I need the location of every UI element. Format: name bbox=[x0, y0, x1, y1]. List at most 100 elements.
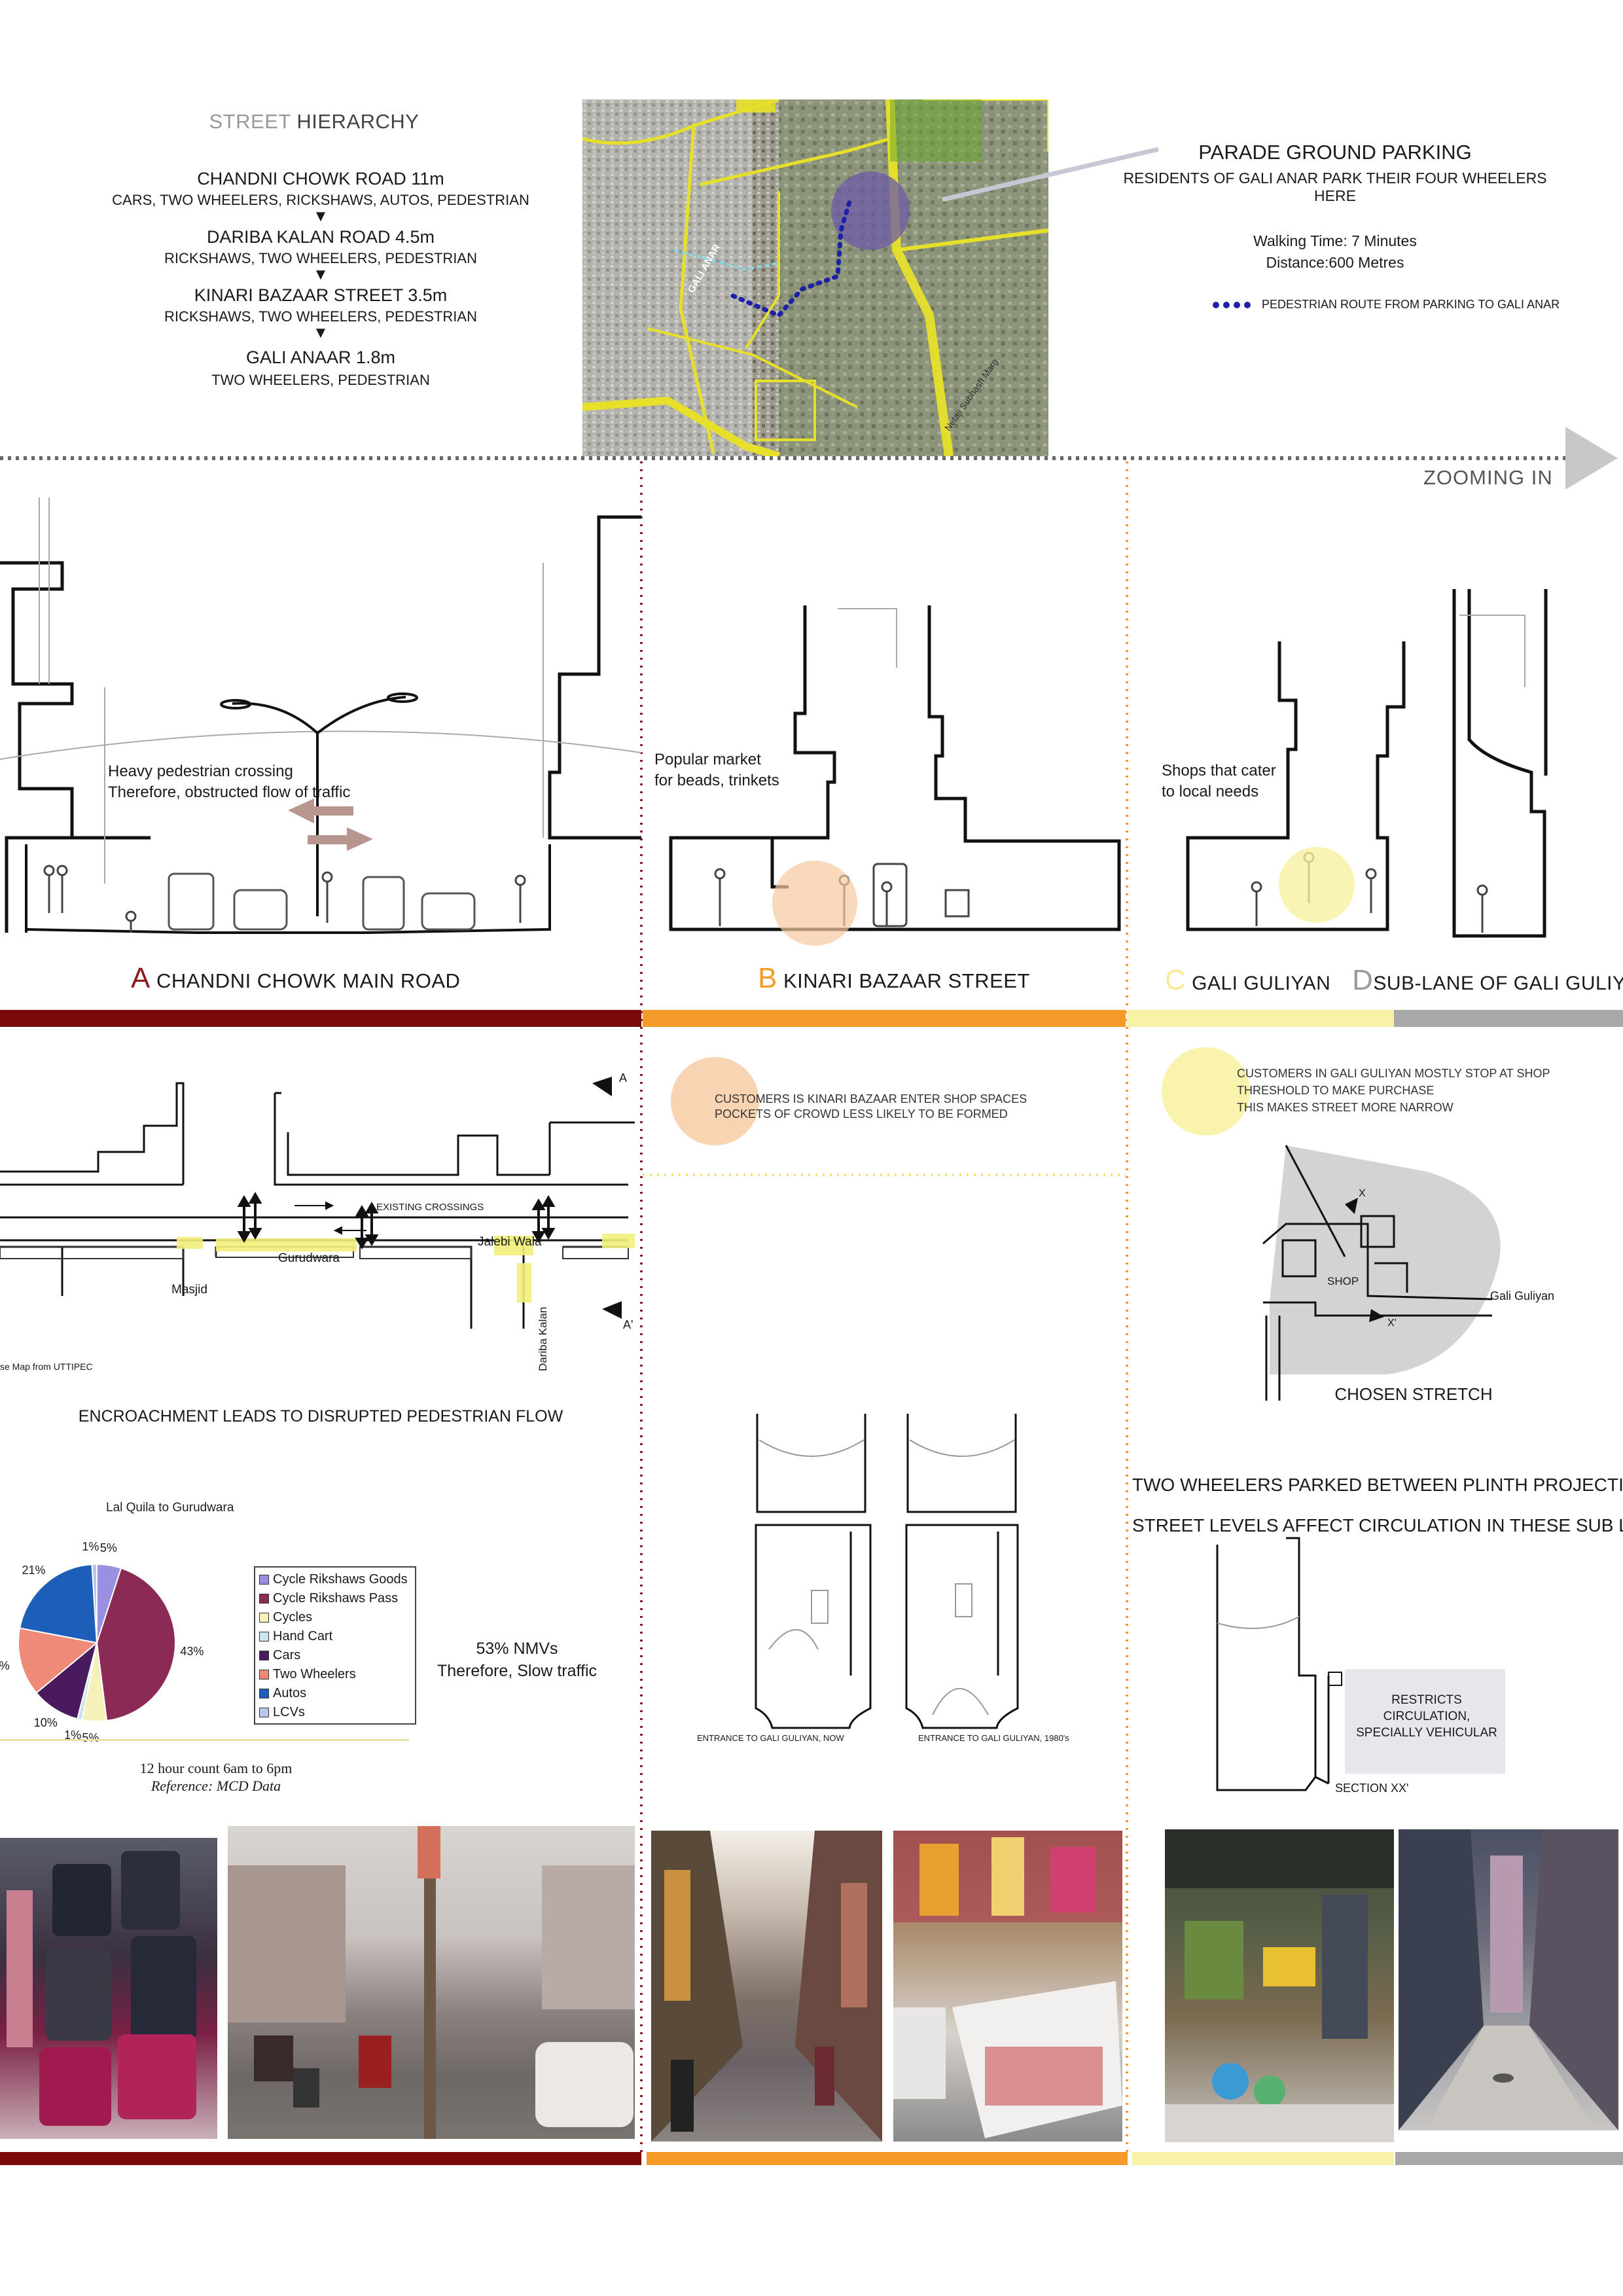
legend-item: Two Wheelers bbox=[259, 1665, 410, 1684]
two-wheelers-line1: TWO WHEELERS PARKED BETWEEN PLINTH PROJE… bbox=[1132, 1475, 1623, 1495]
route-legend-label: PEDESTRIAN ROUTE FROM PARKING TO GALI AN… bbox=[1262, 298, 1560, 311]
stretch-x2-label: X' bbox=[1387, 1318, 1397, 1329]
pie-value-label: 5% bbox=[99, 1541, 117, 1554]
section-c-note: Shops that cater to local needs bbox=[1162, 761, 1276, 802]
pie-footnote: 12 hour count 6am to 6pm Reference: MCD … bbox=[105, 1759, 327, 1795]
two-wheelers-note: TWO WHEELERS PARKED BETWEEN PLINTH PROJE… bbox=[1132, 1465, 1623, 1546]
bar-d-bottom bbox=[1395, 2152, 1623, 2165]
caption-b-title: KINARI BAZAAR STREET bbox=[777, 969, 1030, 992]
pie-footnote-1: 12 hour count 6am to 6pm bbox=[139, 1760, 293, 1776]
caption-c-title: GALI GULIYAN bbox=[1186, 973, 1331, 994]
pie-slice bbox=[96, 1567, 176, 1722]
c-note-line3: THIS MAKES STREET MORE NARROW bbox=[1237, 1101, 1454, 1114]
section-xx-label: SECTION XX' bbox=[1335, 1782, 1409, 1795]
bar-d-top bbox=[1394, 1010, 1623, 1027]
pie-value-label: 43% bbox=[180, 1644, 204, 1658]
road-name: KINARI BAZAAR STREET 3.5m bbox=[194, 285, 448, 305]
marker-a2-icon bbox=[602, 1301, 622, 1319]
road-name: GALI ANAAR 1.8m bbox=[245, 348, 396, 367]
legend-label: Autos bbox=[273, 1686, 307, 1700]
pie-legend: Cycle Rikshaws Goods Cycle Rikshaws Pass… bbox=[254, 1566, 416, 1725]
section-b-note-2: for beads, trinkets bbox=[654, 772, 779, 789]
legend-label: Cycle Rikshaws Pass bbox=[273, 1591, 399, 1605]
caption-a-title: CHANDNI CHOWK MAIN ROAD bbox=[150, 969, 461, 992]
arrow-down-icon: ▼ bbox=[313, 207, 329, 225]
parking-title: PARADE GROUND PARKING bbox=[1198, 141, 1472, 164]
legend-swatch bbox=[259, 1632, 269, 1641]
section-b-note: Popular market for beads, trinkets bbox=[654, 749, 779, 791]
blue-dots-icon bbox=[1213, 301, 1251, 308]
road-users: RICKSHAWS, TWO WHEELERS, PEDESTRIAN bbox=[164, 308, 477, 325]
entrance-now-label: ENTRANCE TO GALI GULIYAN, NOW bbox=[697, 1733, 844, 1743]
legend-item: Hand Cart bbox=[259, 1627, 410, 1646]
photo-shop-drawing bbox=[893, 1831, 1122, 2138]
stretch-shop-label: SHOP bbox=[1327, 1275, 1359, 1287]
c-note-circle bbox=[1162, 1047, 1250, 1136]
pie-slice bbox=[91, 1563, 98, 1643]
zooming-in-label: ZOOMING IN bbox=[1423, 466, 1553, 489]
caption-a: A CHANDNI CHOWK MAIN ROAD bbox=[131, 962, 460, 995]
legend-swatch bbox=[259, 1670, 269, 1679]
road-name: CHANDNI CHOWK ROAD 11m bbox=[197, 169, 444, 188]
c-note-line1: CUSTOMERS IN GALI GULIYAN MOSTLY STOP AT… bbox=[1237, 1067, 1550, 1080]
c-note-line2: THRESHOLD TO MAKE PURCHASE bbox=[1237, 1084, 1435, 1097]
pie-underline bbox=[0, 1739, 409, 1741]
nmv-line2: Therefore, Slow traffic bbox=[437, 1662, 597, 1680]
hierarchy-title-a: STREET bbox=[209, 110, 291, 133]
legend-swatch bbox=[259, 1708, 269, 1717]
legend-item: Autos bbox=[259, 1684, 410, 1703]
legend-swatch bbox=[259, 1651, 269, 1660]
legend-label: LCVs bbox=[273, 1705, 305, 1719]
photo-luggage-shop bbox=[0, 1838, 217, 2139]
gurudwara-label: Gurudwara bbox=[278, 1251, 340, 1265]
legend-label: Cycle Rikshaws Goods bbox=[273, 1572, 408, 1587]
caption-d-title: SUB-LANE OF GALI GULIYAN bbox=[1373, 973, 1623, 994]
legend-label: Cars bbox=[273, 1648, 301, 1662]
bar-b-top bbox=[643, 1010, 1126, 1027]
plan-marker-a2: A' bbox=[623, 1318, 633, 1331]
photo-gali-guliyan-shop bbox=[1165, 1829, 1394, 2142]
legend-item: Cycles bbox=[259, 1608, 410, 1627]
legend-label: Hand Cart bbox=[273, 1629, 333, 1643]
distance: Distance:600 Metres bbox=[1266, 254, 1404, 271]
parking-info: PARADE GROUND PARKING RESIDENTS OF GALI … bbox=[1106, 141, 1564, 272]
base-map-credit: se Map from UTTIPEC bbox=[0, 1361, 93, 1372]
caption-cd: C GALI GULIYAN DSUB-LANE OF GALI GULIYAN bbox=[1165, 964, 1623, 997]
legend-swatch bbox=[259, 1613, 269, 1623]
legend-swatch bbox=[259, 1689, 269, 1698]
photo-sub-lane bbox=[1399, 1829, 1618, 2130]
dariba-kalan-label: Dariba Kalan bbox=[537, 1306, 549, 1371]
restricts-line1: RESTRICTS CIRCULATION, bbox=[1383, 1693, 1471, 1723]
pie-value-label: 5% bbox=[82, 1731, 99, 1744]
photo-sub-lane-drawing bbox=[1399, 1829, 1618, 2130]
road-users: RICKSHAWS, TWO WHEELERS, PEDESTRIAN bbox=[164, 250, 477, 266]
pie-value-label: 21% bbox=[22, 1564, 46, 1577]
existing-crossings-label: EXISTING CROSSINGS bbox=[376, 1202, 484, 1213]
marker-a-icon bbox=[592, 1077, 612, 1096]
legend-swatch bbox=[259, 1575, 269, 1585]
jalebi-wala-label: Jalebi Wala bbox=[478, 1235, 542, 1249]
bar-c-top bbox=[1127, 1010, 1394, 1027]
walking-time: Walking Time: 7 Minutes bbox=[1253, 232, 1417, 249]
parking-subtitle: RESIDENTS OF GALI ANAR PARK THEIR FOUR W… bbox=[1123, 170, 1547, 204]
stretch-x-label: X bbox=[1359, 1188, 1366, 1199]
c-note: CUSTOMERS IN GALI GULIYAN MOSTLY STOP AT… bbox=[1237, 1065, 1550, 1116]
pie-title: Lal Quila to Gurudwara bbox=[106, 1501, 234, 1515]
caption-a-letter: A bbox=[131, 962, 151, 994]
arrow-down-icon: ▼ bbox=[313, 324, 329, 342]
pie-value-label: 1% bbox=[82, 1540, 99, 1554]
masjid-label: Masjid bbox=[171, 1283, 207, 1297]
arrow-down-icon: ▼ bbox=[313, 266, 329, 283]
photo-luggage-drawing bbox=[7, 1851, 196, 2126]
pie-slice bbox=[81, 1642, 108, 1722]
caption-d-letter: D bbox=[1352, 964, 1374, 996]
section-c-note-2: to local needs bbox=[1162, 783, 1259, 800]
satellite-map: GALI ANAR Netaji Subhash Marg bbox=[582, 99, 1048, 456]
road-users: TWO WHEELERS, PEDESTRIAN bbox=[211, 372, 430, 388]
b-note-circle bbox=[671, 1057, 759, 1145]
bar-a-top bbox=[0, 1010, 641, 1027]
pie-value-label: 4% bbox=[0, 1659, 10, 1673]
road-users: CARS, TWO WHEELERS, RICKSHAWS, AUTOS, PE… bbox=[112, 192, 529, 208]
two-wheelers-line2: STREET LEVELS AFFECT CIRCULATION IN THES… bbox=[1132, 1515, 1623, 1535]
caption-c-letter: C bbox=[1165, 964, 1186, 996]
